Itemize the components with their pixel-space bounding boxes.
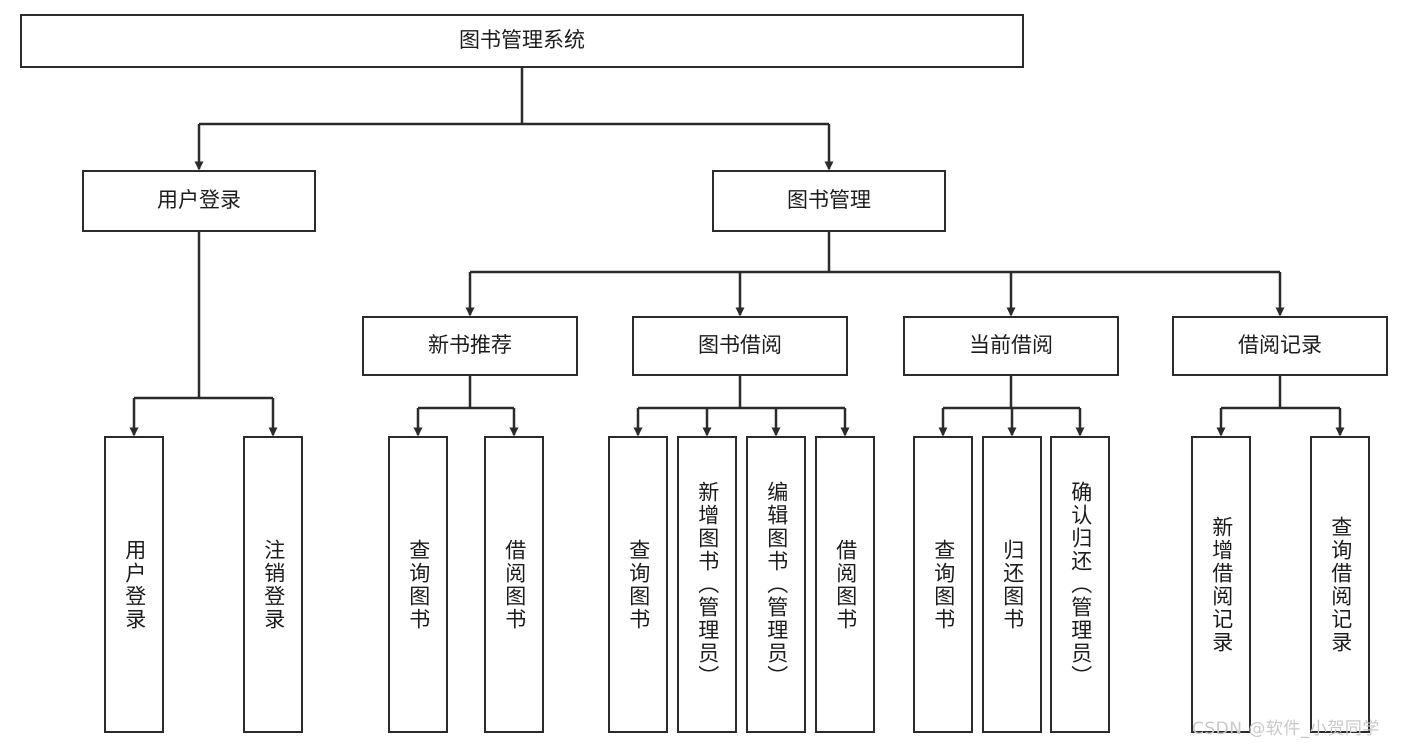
- node-label-leaf-3: 查询图书: [406, 538, 431, 631]
- node-label-leaf-9: 查询图书: [931, 538, 956, 631]
- node-label-l3-2: 图书借阅: [698, 333, 782, 358]
- node-leaf-12[interactable]: 新增借阅记录: [1191, 436, 1251, 733]
- node-leaf-9[interactable]: 查询图书: [913, 436, 973, 733]
- node-leaf-11[interactable]: 确认归还（管理员）: [1050, 436, 1110, 733]
- node-l2-2[interactable]: 图书管理: [712, 170, 946, 232]
- node-root[interactable]: 图书管理系统: [20, 14, 1024, 68]
- node-label-l2-1: 用户登录: [157, 188, 241, 213]
- node-l3-2[interactable]: 图书借阅: [632, 316, 848, 376]
- node-label-l3-4: 借阅记录: [1238, 333, 1322, 358]
- node-label-l3-1: 新书推荐: [428, 333, 512, 358]
- edge-paths: [129, 68, 1345, 437]
- node-label-leaf-12: 新增借阅记录: [1209, 515, 1234, 654]
- node-l3-1[interactable]: 新书推荐: [362, 316, 578, 376]
- node-leaf-6[interactable]: 新增图书（管理员）: [677, 436, 737, 733]
- node-label-l2-2: 图书管理: [787, 188, 871, 213]
- node-l3-3[interactable]: 当前借阅: [903, 316, 1119, 376]
- node-label-leaf-13: 查询借阅记录: [1328, 515, 1353, 654]
- node-label-leaf-8: 借阅图书: [833, 538, 858, 631]
- node-label-leaf-11: 确认归还（管理员）: [1068, 481, 1093, 688]
- node-label-leaf-7: 编辑图书（管理员）: [764, 481, 789, 688]
- node-l3-4[interactable]: 借阅记录: [1172, 316, 1388, 376]
- node-label-leaf-4: 借阅图书: [502, 538, 527, 631]
- node-leaf-1[interactable]: 用户登录: [104, 436, 164, 733]
- node-leaf-2[interactable]: 注销登录: [243, 436, 303, 733]
- node-label-leaf-2: 注销登录: [261, 538, 286, 631]
- node-label-leaf-6: 新增图书（管理员）: [695, 481, 720, 688]
- node-label-l3-3: 当前借阅: [969, 333, 1053, 358]
- node-leaf-13[interactable]: 查询借阅记录: [1310, 436, 1370, 733]
- csdn-watermark: CSDN @软件_小贺同学: [1192, 719, 1380, 739]
- node-leaf-7[interactable]: 编辑图书（管理员）: [746, 436, 806, 733]
- node-label-leaf-1: 用户登录: [122, 538, 147, 631]
- node-leaf-4[interactable]: 借阅图书: [484, 436, 544, 733]
- node-leaf-3[interactable]: 查询图书: [388, 436, 448, 733]
- node-label-root: 图书管理系统: [459, 28, 585, 53]
- node-leaf-8[interactable]: 借阅图书: [815, 436, 875, 733]
- node-label-leaf-5: 查询图书: [626, 538, 651, 631]
- node-leaf-5[interactable]: 查询图书: [608, 436, 668, 733]
- node-leaf-10[interactable]: 归还图书: [982, 436, 1042, 733]
- node-l2-1[interactable]: 用户登录: [82, 170, 316, 232]
- node-label-leaf-10: 归还图书: [1000, 538, 1025, 631]
